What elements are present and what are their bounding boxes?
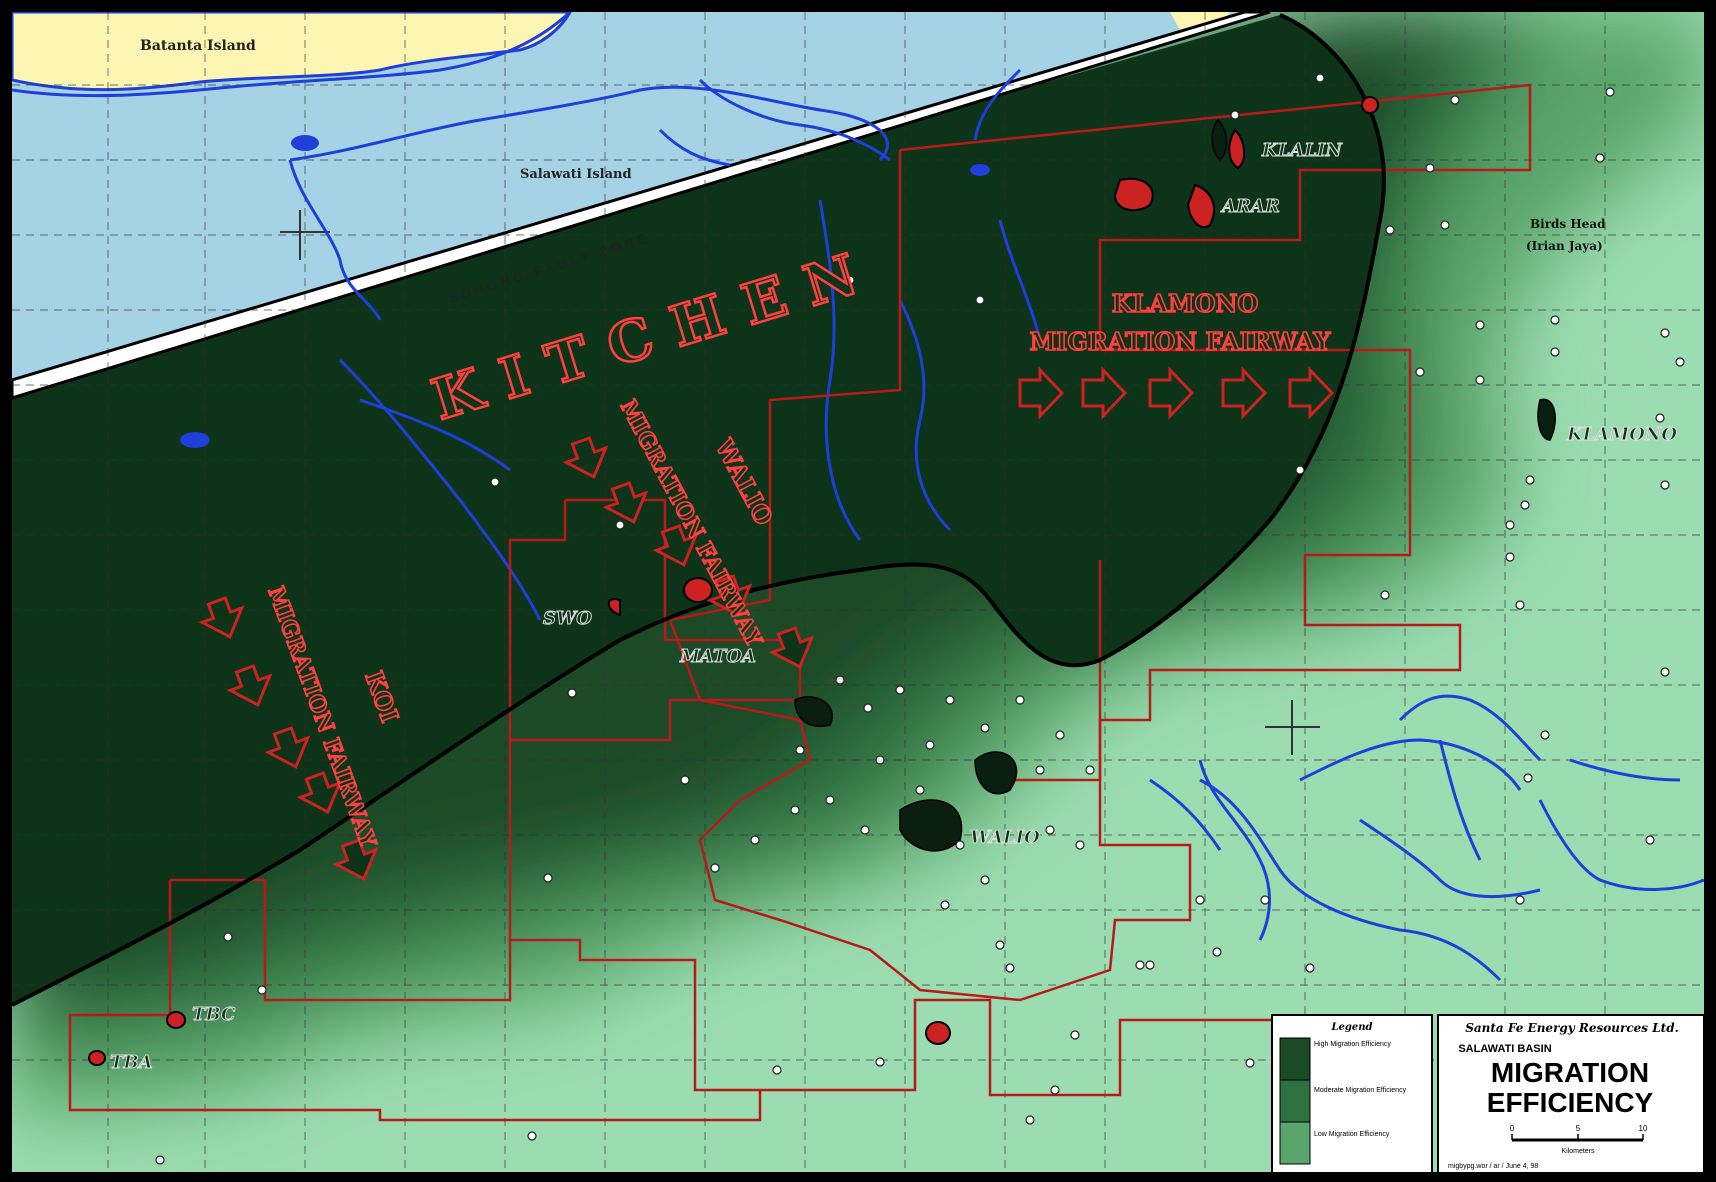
- salawati-label: Salawati Island: [520, 167, 632, 182]
- basin-name: SALAWATI BASIN: [1458, 1043, 1551, 1055]
- sorong-fault-band: [12, 12, 1271, 400]
- legend-heading: Legend: [1330, 1022, 1372, 1033]
- field-label-matoa: MATOA: [679, 646, 756, 667]
- lakes: [180, 135, 990, 448]
- field-labels: KLALIN ARAR KLAMONO SWO MATOA WALIO TBC …: [110, 140, 1678, 1074]
- crosshair-markers: [280, 210, 1320, 755]
- legend-text-low: Low Migration Efficiency: [1314, 1131, 1390, 1138]
- scale-tick-0: 0: [1510, 1124, 1515, 1133]
- scale-tick-10: 10: [1639, 1124, 1648, 1133]
- birds-head-label-2: (Irian Jaya): [1526, 239, 1603, 253]
- legend-text-moderate: Moderate Migration Efficiency: [1314, 1087, 1407, 1094]
- company-name: Santa Fe Energy Resources Ltd.: [1465, 1021, 1679, 1035]
- oil-fields: [88, 96, 1379, 1066]
- title-line-1: MIGRATION: [1491, 1057, 1649, 1088]
- field-label-tbc: TBC: [192, 1004, 236, 1025]
- scale-tick-5: 5: [1576, 1124, 1581, 1133]
- field-label-walio: WALIO: [970, 827, 1040, 848]
- klamono-fairway-label-1: KLAMONO: [1112, 289, 1259, 318]
- birds-head-label-1: Birds Head: [1530, 217, 1606, 231]
- kitchen-boundary-line: [12, 13, 1386, 1007]
- title-line-2: EFFICIENCY: [1487, 1087, 1654, 1118]
- field-outlines: [794, 118, 1556, 852]
- legend-swatch-low: [1279, 1121, 1311, 1165]
- legend-swatch-moderate: [1279, 1079, 1311, 1123]
- scale-unit: Kilometers: [1561, 1148, 1595, 1155]
- field-label-arar: ARAR: [1220, 196, 1280, 217]
- river-network: [12, 12, 1704, 982]
- legend-swatch-high: [1279, 1037, 1311, 1081]
- field-label-klamono: KLAMONO: [1566, 424, 1677, 445]
- well-markers: [155, 73, 1685, 1165]
- title-block: Santa Fe Energy Resources Ltd. SALAWATI …: [1437, 1014, 1705, 1174]
- legend-text-high: High Migration Efficiency: [1314, 1041, 1391, 1048]
- field-label-tba: TBA: [110, 1052, 153, 1073]
- lease-boundaries: [68, 83, 1532, 1122]
- batanta-island: [12, 12, 572, 92]
- drawing-footer: migbypg.wor / ar / June 4, 98: [1448, 1163, 1538, 1170]
- field-label-swo: SWO: [543, 608, 592, 629]
- legend-panel: Legend High Migration Efficiency Moderat…: [1271, 1014, 1433, 1174]
- klamono-fairway-label-2: MIGRATION FAIRWAY: [1030, 327, 1332, 356]
- kitchen-zone: [12, 15, 1384, 1005]
- batanta-label: Batanta Island: [140, 38, 256, 54]
- migration-arrows: [198, 366, 1335, 881]
- field-label-klalin: KLALIN: [1261, 140, 1343, 161]
